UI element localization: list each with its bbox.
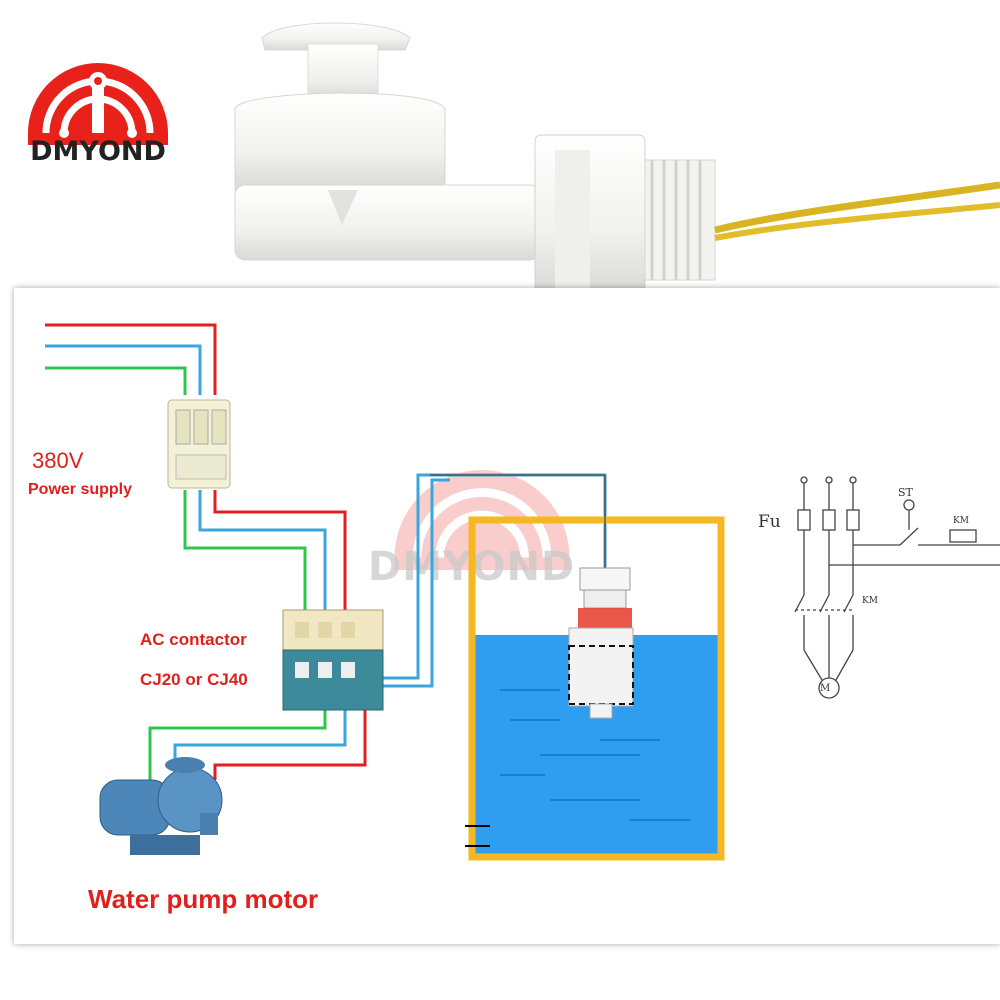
circuit-breaker-icon — [167, 399, 231, 489]
voltage-label: 380V — [32, 448, 84, 473]
brand-name: DMYOND — [30, 136, 166, 167]
motor-schematic — [794, 476, 1000, 699]
float-switch-icon — [568, 475, 634, 719]
supply-green-wire — [45, 366, 187, 395]
pump-label: Water pump motor — [88, 884, 319, 914]
schematic-fu-label: Fu — [758, 512, 781, 532]
ac-contactor-label: AC contactor — [140, 630, 247, 649]
supply-blue-wire — [45, 344, 202, 395]
supply-red-wire — [45, 323, 217, 395]
float-switch-product-icon — [234, 22, 1000, 296]
schematic-motor-label: M — [820, 683, 831, 694]
ac-contactor-icon — [282, 609, 384, 711]
power-supply-label: Power supply — [28, 481, 133, 498]
dmyond-logo-icon — [28, 63, 168, 145]
schematic-km-contact-label: KM — [862, 596, 878, 606]
contactor-models-label: CJ20 or CJ40 — [140, 670, 248, 689]
schematic-km-coil-label: KM — [953, 516, 969, 526]
schematic-st-label: ST — [898, 486, 913, 499]
water-pump-icon — [99, 757, 223, 855]
